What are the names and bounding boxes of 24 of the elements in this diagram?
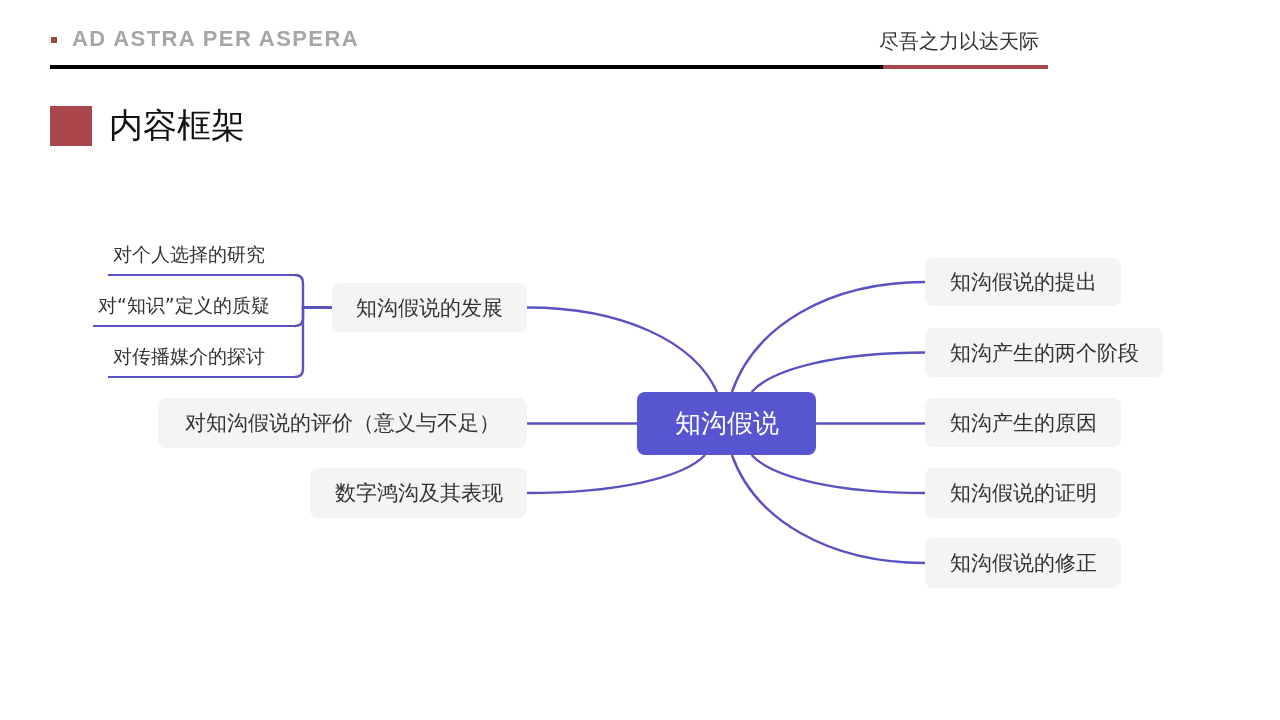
topic-box: 知沟假说的修正 bbox=[925, 538, 1121, 588]
branch-line bbox=[293, 306, 332, 379]
underlined-subtopic: 对“知识”定义的质疑 bbox=[93, 289, 295, 327]
page-title: 内容框架 bbox=[109, 104, 245, 147]
central-topic-box: 知沟假说 bbox=[637, 392, 816, 455]
branch-line bbox=[750, 351, 926, 393]
topic-box: 知沟产生的原因 bbox=[925, 398, 1121, 447]
topic-box: 数字鸿沟及其表现 bbox=[310, 468, 527, 518]
branch-line bbox=[750, 454, 925, 495]
underlined-subtopic: 对个人选择的研究 bbox=[108, 238, 295, 276]
branch-line bbox=[526, 306, 719, 393]
topic-box: 知沟假说的证明 bbox=[925, 468, 1121, 518]
topic-box: 知沟假说的提出 bbox=[925, 258, 1121, 306]
branch-line bbox=[730, 280, 926, 393]
branch-line bbox=[816, 422, 925, 425]
topic-box: 知沟产生的两个阶段 bbox=[925, 328, 1163, 377]
underlined-subtopic: 对传播媒介的探讨 bbox=[108, 340, 295, 378]
topic-box: 对知沟假说的评价（意义与不足） bbox=[158, 398, 527, 448]
branch-line bbox=[527, 422, 637, 425]
branch-line bbox=[730, 454, 926, 565]
branch-line bbox=[527, 454, 706, 495]
header-motto: AD ASTRA PER ASPERA bbox=[72, 26, 359, 52]
header-slogan: 尽吾之力以达天际 bbox=[879, 28, 1039, 55]
topic-box: 知沟假说的发展 bbox=[332, 283, 527, 332]
